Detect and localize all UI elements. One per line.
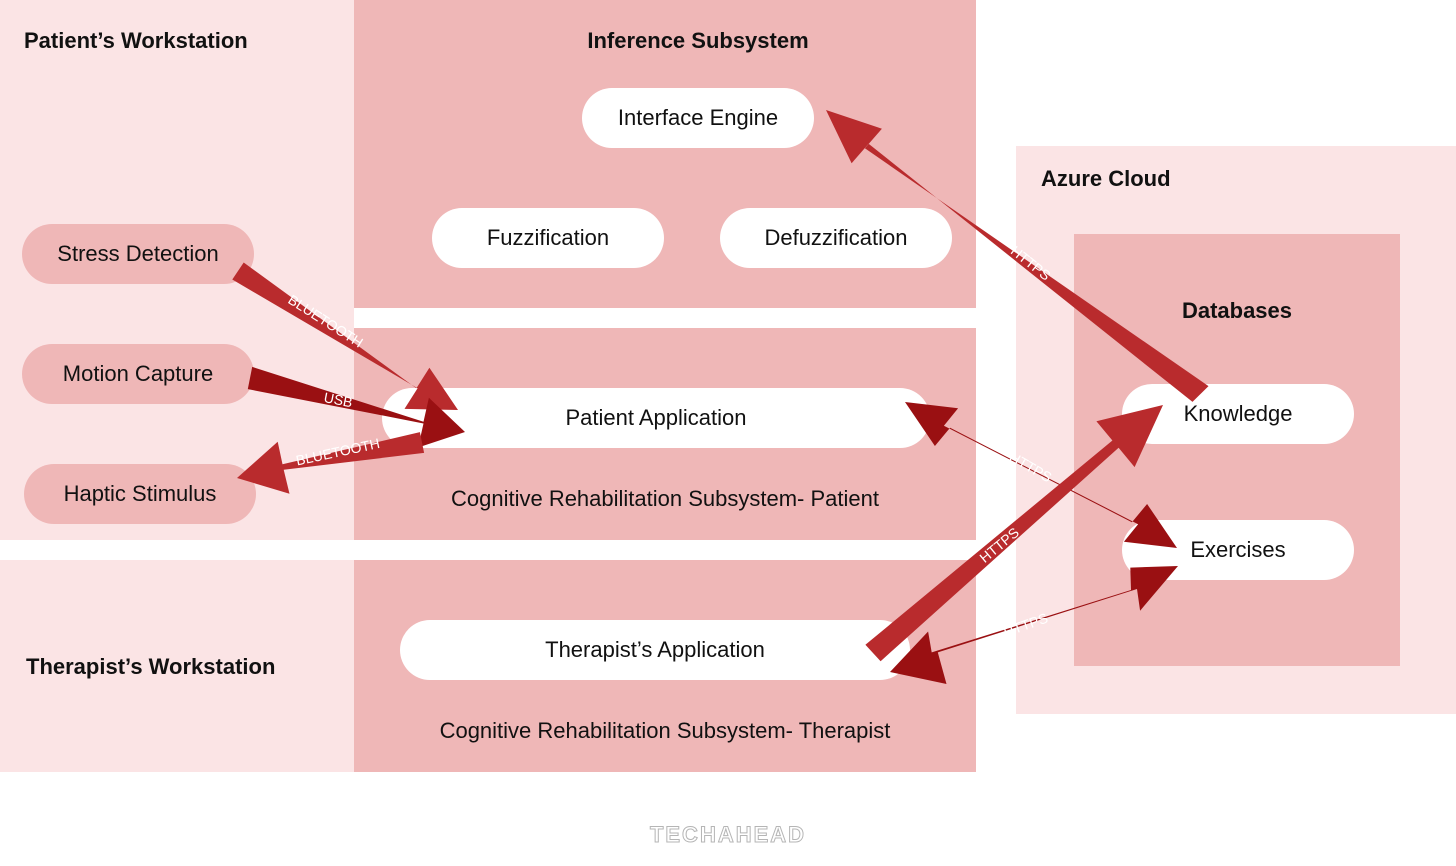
- interface-engine-node: Interface Engine: [582, 88, 814, 148]
- fuzzification-node: Fuzzification: [432, 208, 664, 268]
- patient-workstation-title: Patient’s Workstation: [24, 28, 248, 53]
- arrow-label-bluetooth-stress: BLUETOOTH: [285, 291, 366, 350]
- arrow-label-bluetooth-haptic: BLUETOOTH: [294, 435, 381, 469]
- therapist-application-node: Therapist’s Application: [400, 620, 910, 680]
- therapist-workstation-region: [0, 560, 354, 772]
- crs-therapist-caption: Cognitive Rehabilitation Subsystem- Ther…: [439, 718, 891, 743]
- arrow-label-https-therapist-exercises: HTTPS: [1001, 610, 1050, 640]
- techahead-logo: TECHAHEAD: [649, 822, 807, 848]
- arrow-label-https-knowledge: HTTPS: [1008, 242, 1054, 283]
- arrow-label-https-patient: HTTPS: [1007, 448, 1055, 485]
- arrow-label-https-therapist-knowledge: HTTPS: [976, 524, 1022, 566]
- therapist-workstation-title: Therapist’s Workstation: [26, 654, 276, 679]
- arrow-patient-app-to-haptic: BLUETOOTH: [237, 432, 425, 494]
- arrow-motion-to-patient-app: USB: [247, 366, 465, 448]
- azure-cloud-title: Azure Cloud: [1041, 166, 1171, 191]
- arrow-therapist-app-exercises: HTTPS: [890, 566, 1178, 684]
- stress-detection-node: Stress Detection: [22, 224, 254, 284]
- patient-application-node: Patient Application: [382, 388, 930, 448]
- inference-subsystem-title: Inference Subsystem: [587, 28, 809, 53]
- databases-title: Databases: [1181, 298, 1293, 323]
- crs-patient-caption: Cognitive Rehabilitation Subsystem- Pati…: [450, 486, 879, 511]
- arrow-label-usb: USB: [323, 389, 354, 410]
- haptic-stimulus-node: Haptic Stimulus: [24, 464, 256, 524]
- motion-capture-node: Motion Capture: [22, 344, 254, 404]
- defuzzification-node: Defuzzification: [720, 208, 952, 268]
- arrow-knowledge-to-interface-engine: HTTPS: [826, 110, 1209, 402]
- knowledge-node: Knowledge: [1122, 384, 1354, 444]
